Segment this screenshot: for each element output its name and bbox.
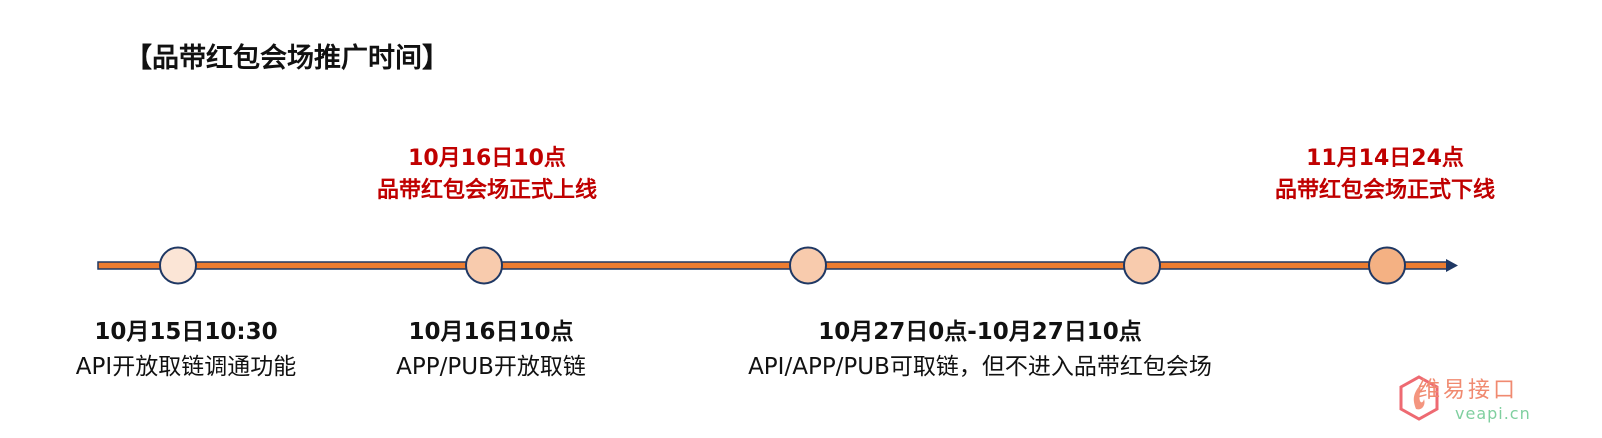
timeline-line	[97, 261, 1449, 270]
launch-date: 10月16日10点	[408, 146, 566, 171]
offline-date: 11月14日24点	[1306, 146, 1464, 171]
milestone-dot-4	[1123, 246, 1161, 285]
milestone-dot-2	[465, 246, 503, 285]
launch-label: 10月16日10点 品带红包会场正式上线	[377, 143, 597, 207]
milestone-2-date: 10月16日10点	[408, 319, 574, 345]
milestone-dot-1	[159, 246, 197, 285]
milestone-2-text: APP/PUB开放取链	[396, 354, 586, 380]
flame-logo-icon	[1399, 375, 1439, 421]
milestone-dot-5	[1368, 246, 1406, 285]
milestone-dot-3	[789, 246, 827, 285]
watermark-en: veapi.cn	[1455, 404, 1531, 423]
milestone-1-text: API开放取链调通功能	[75, 354, 297, 380]
arrow-head-icon	[1446, 259, 1458, 272]
milestone-1-date: 10月15日10:30	[94, 319, 278, 345]
offline-label: 11月14日24点 品带红包会场正式下线	[1275, 143, 1495, 207]
offline-text: 品带红包会场正式下线	[1274, 178, 1496, 203]
slide-title: 【品带红包会场推广时间】	[125, 43, 449, 74]
launch-text: 品带红包会场正式上线	[376, 178, 598, 203]
milestone-3-text: API/APP/PUB可取链，但不进入品带红包会场	[748, 354, 1212, 380]
milestone-3-date: 10月27日0点-10月27日10点	[818, 319, 1142, 345]
watermark-cn: 维易接口	[1418, 378, 1519, 403]
